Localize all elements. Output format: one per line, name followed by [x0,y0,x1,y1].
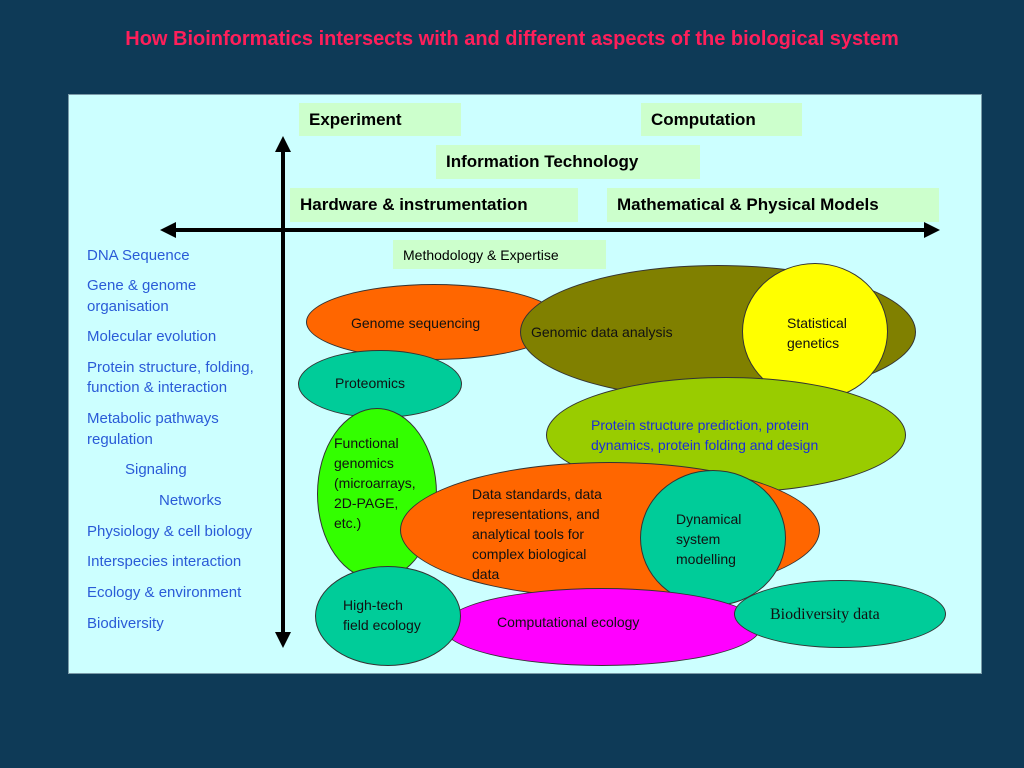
list-item: Ecology & environment [87,584,242,601]
list-item: organisation [87,298,169,315]
horizontal-axis-left-arrow [160,222,176,238]
list-item: Molecular evolution [87,328,217,345]
information-technology-box: Information Technology [436,145,700,179]
horizontal-axis-right-arrow [924,222,940,238]
list-item: regulation [87,431,153,448]
vertical-axis-top-arrow [275,136,291,152]
hightech-field-ecology-ellipse [315,566,461,666]
biodiversity-data-label: Biodiversity data [770,606,880,623]
list-item: DNA Sequence [87,247,190,264]
list-item: function & interaction [87,379,228,396]
dynamical-system-label: Dynamical system modelling [676,511,742,567]
computation-box: Computation [641,103,802,136]
statistical-genetics-ellipse [742,263,888,400]
hardware-instrumentation-box: Hardware & instrumentation [290,188,578,222]
list-item: Networks [159,492,222,509]
dynamical-system-ellipse [640,470,786,606]
page-title: How Bioinformatics intersects with and d… [125,28,899,50]
methodology-expertise-box: Methodology & Expertise [393,240,606,269]
list-item: Metabolic pathways [87,410,219,427]
list-item: Protein structure, folding, [87,359,254,376]
mathematical-physical-models-box: Mathematical & Physical Models [607,188,939,222]
vertical-axis-bottom-arrow [275,632,291,648]
computational-ecology-label: Computational ecology [497,614,640,630]
list-item: Biodiversity [87,615,164,632]
list-item: Interspecies interaction [87,553,242,570]
genome-sequencing-label: Genome sequencing [351,315,481,331]
list-item: Physiology & cell biology [87,523,253,540]
experiment-box: Experiment [299,103,461,136]
list-item: Signaling [125,461,187,478]
genomic-data-analysis-label: Genomic data analysis [531,324,673,340]
functional-genomics-label: Functional genomics (microarrays, 2D-PAG… [334,435,416,531]
data-standards-label: Data standards, data representations, an… [472,486,602,582]
computational-ecology-ellipse [443,588,761,666]
proteomics-label: Proteomics [335,375,406,391]
list-item: Gene & genome [87,277,197,294]
biodiversity-data-ellipse [734,580,946,648]
